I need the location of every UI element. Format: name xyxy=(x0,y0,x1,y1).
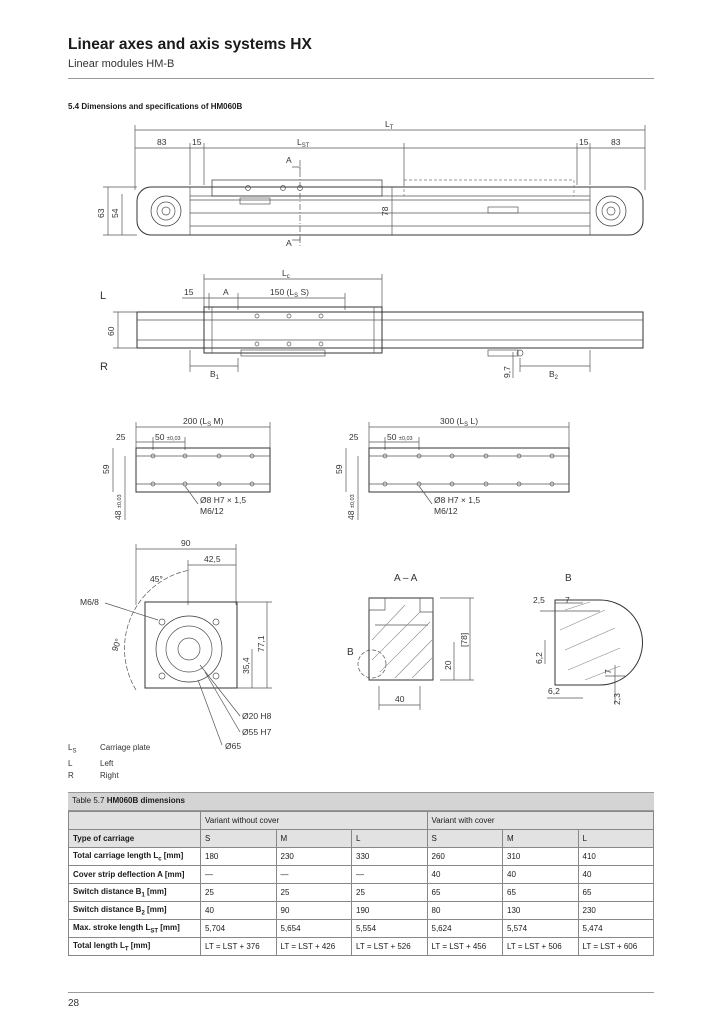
dim-25-l: 25 xyxy=(349,432,359,442)
dim-90: 90 xyxy=(181,538,191,548)
detail-b-title: B xyxy=(565,573,572,584)
dim-6-2-vert: 6,2 xyxy=(534,652,544,664)
carriage-ghost xyxy=(403,179,575,197)
dim-63: 63 xyxy=(96,208,106,218)
detail-b-profile xyxy=(554,599,643,686)
b1-label: B1 xyxy=(210,369,220,381)
lst-label: LST xyxy=(297,137,310,149)
dim-35-4: 35,4 xyxy=(241,657,251,674)
hole-spec-l-1: Ø8 H7 × 1,5 xyxy=(434,495,480,505)
group-without-cover: Variant without cover xyxy=(200,811,428,830)
module-body-side xyxy=(136,186,644,236)
carriage-top xyxy=(203,306,383,354)
module-body-top xyxy=(136,311,644,349)
dia-55-h7: Ø55 H7 xyxy=(242,727,272,737)
hole-spec-m-1: Ø8 H7 × 1,5 xyxy=(200,495,246,505)
end-plate xyxy=(144,601,238,689)
dim-54: 54 xyxy=(110,208,120,218)
lc-label: Lc xyxy=(282,268,290,280)
dim-7-top: 7 xyxy=(565,595,570,605)
dim-83-right: 83 xyxy=(611,137,621,147)
hole-spec-m-2: M6/12 xyxy=(200,506,224,516)
dim-48-l: 48 ±0,03 xyxy=(346,494,356,520)
footer-divider xyxy=(68,992,654,993)
dim-59-m: 59 xyxy=(101,464,111,474)
dim-78-ref: [78] xyxy=(459,633,469,647)
section-aa-title: A – A xyxy=(394,573,418,584)
dim-7-right: 7 xyxy=(603,669,613,674)
dim-59-l: 59 xyxy=(334,464,344,474)
label-right: R xyxy=(100,361,108,373)
section-aa-profile xyxy=(368,597,434,681)
dim-42-5: 42,5 xyxy=(204,554,221,564)
dia-20-h8: Ø20 H8 xyxy=(242,711,272,721)
dim-15-side: 15 xyxy=(184,287,194,297)
carriage-l-plate xyxy=(368,447,570,493)
page-number: 28 xyxy=(68,998,80,1009)
dim-2-5: 2,5 xyxy=(533,595,545,605)
carriage-side xyxy=(211,179,383,197)
dia-65: Ø65 xyxy=(225,741,241,751)
angle-90: 90° xyxy=(109,637,123,653)
thread-m6-8: M6/8 xyxy=(80,597,99,607)
b2-label: B2 xyxy=(549,369,559,381)
dimensions-table: Table 5.7 HM060B dimensions Variant with… xyxy=(68,792,654,956)
angle-45: 45° xyxy=(150,574,163,584)
page-title: Linear axes and axis systems HX xyxy=(68,36,312,53)
section-title: 5.4 Dimensions and specifications of HM0… xyxy=(68,102,243,111)
dim-50-m: 50 ±0,03 xyxy=(155,432,181,442)
dim-150-ls: 150 (LS S) xyxy=(270,287,309,299)
dim-40: 40 xyxy=(395,694,405,704)
carriage-m-plate xyxy=(135,447,271,493)
dim-6-2-horiz: 6,2 xyxy=(548,686,560,696)
hole-spec-l-2: M6/12 xyxy=(434,506,458,516)
header-divider xyxy=(68,78,654,79)
dim-15-left: 15 xyxy=(192,137,202,147)
dim-300-ls: 300 (LS L) xyxy=(440,416,478,428)
section-a-bottom: A xyxy=(286,238,292,248)
group-with-cover: Variant with cover xyxy=(426,811,654,830)
dim-15-right: 15 xyxy=(579,137,589,147)
dim-48-m: 48 ±0,03 xyxy=(113,494,123,520)
dim-83-left: 83 xyxy=(157,137,167,147)
dim-20: 20 xyxy=(443,660,453,670)
dim-25-m: 25 xyxy=(116,432,126,442)
lt-label: LT xyxy=(385,119,394,131)
dim-9-7: 9,7 xyxy=(502,366,512,378)
dim-2-3: 2,3 xyxy=(612,693,622,705)
dim-200-ls: 200 (LS M) xyxy=(183,416,224,428)
dim-a: A xyxy=(223,287,229,297)
label-left: L xyxy=(100,290,106,302)
table-caption: Table 5.7 HM060B dimensions xyxy=(68,792,654,811)
technical-drawing: LT 83 15 LST 15 83 A A 63 54 78 Lc 15 A … xyxy=(80,119,646,751)
table-group-header: Variant without cover Variant with cover xyxy=(68,811,654,830)
dim-77-1: 77,1 xyxy=(256,635,266,652)
page-subtitle: Linear modules HM-B xyxy=(68,58,175,70)
left-pulley xyxy=(150,195,182,227)
dim-78: 78 xyxy=(380,206,390,216)
detail-b-callout: B xyxy=(347,647,354,658)
dim-50-l: 50 ±0,03 xyxy=(387,432,413,442)
section-a-top: A xyxy=(286,155,292,165)
right-pulley xyxy=(595,195,627,227)
dim-60: 60 xyxy=(106,326,116,336)
